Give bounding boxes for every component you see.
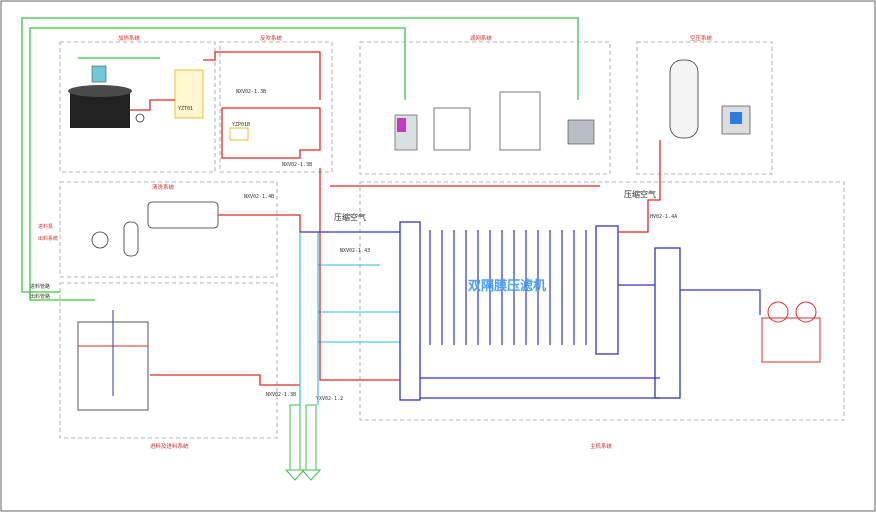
- filter-plates: [429, 230, 587, 345]
- nxv-14b-label: NXV02-1.4B: [244, 194, 274, 200]
- yzp01b-label: YZP01B: [232, 122, 250, 128]
- main-system-title: 主机系统: [590, 442, 613, 450]
- air-compressor-panel: [730, 112, 742, 124]
- feed-out-label: 出料管路: [30, 293, 50, 300]
- backflush-system-title: 反吹系统: [260, 34, 283, 42]
- heating-red-pipe: [130, 99, 175, 111]
- hydraulic-motor-2: [795, 301, 817, 323]
- yzt01-label: YZT01: [178, 106, 193, 112]
- hv-label: HV02-1.4A: [650, 214, 677, 220]
- outlet-pipe-left: [289, 404, 301, 471]
- heat-exchanger: [147, 201, 219, 229]
- side-feed-pump-label: 进料泵: [38, 223, 53, 230]
- backflush-tank: [229, 127, 249, 141]
- cooling-tower: [68, 65, 132, 128]
- tank-c: [499, 91, 541, 151]
- nxv-bot-label: NXV02-1.3B: [266, 392, 296, 398]
- backflush-red-loop: [221, 107, 321, 159]
- air-red-line: [618, 140, 661, 233]
- cooling-tower-fan: [91, 65, 107, 83]
- press-head-right: [595, 225, 619, 355]
- heating-system-title: 加热系统: [118, 34, 141, 42]
- zone-heating: [59, 41, 216, 173]
- filter-unit-1-pump: [397, 118, 406, 132]
- heat-tank-yzt01: [174, 69, 204, 119]
- hydraulic-station: [761, 317, 821, 363]
- zone-air: [636, 41, 773, 175]
- outlet-pipe-right: [305, 404, 317, 471]
- tank-b: [433, 107, 471, 151]
- comp-air-top-label: 压缩空气: [334, 212, 366, 222]
- air-system-title: 空压系统: [690, 34, 713, 42]
- wash-red-pipe: [218, 214, 301, 232]
- zone-filtration: [359, 41, 611, 175]
- green-line-inner-down: [29, 290, 95, 301]
- wash-vessel: [123, 221, 139, 257]
- green-line-outer-down: [21, 262, 60, 293]
- nxv-mid-label: NXV02-1.3B: [282, 162, 312, 168]
- hydraulic-motor-1: [767, 301, 789, 323]
- zone-wash: [59, 181, 278, 278]
- zone-backflush: [219, 41, 333, 173]
- nxv-43-label: NXV02-1.43: [340, 248, 370, 254]
- press-tail-head: [654, 247, 681, 399]
- filtration-system-title: 滤网系统: [470, 34, 493, 42]
- press-head-left: [399, 221, 421, 401]
- heating-pump-icon: [135, 113, 145, 123]
- red-feed-main: [319, 168, 400, 381]
- outlet-arrow-right: [300, 469, 322, 481]
- wash-system-title: 清洗系统: [152, 183, 175, 191]
- feed-red-pipe: [150, 374, 300, 386]
- zone-feed: [59, 282, 278, 439]
- pump-d: [567, 119, 595, 145]
- wash-pump-icon: [91, 231, 109, 249]
- feed-in-label: 进料管路: [30, 283, 50, 290]
- cooling-tower-top: [68, 85, 132, 97]
- comp-air-right-label: 压缩空气: [624, 189, 656, 199]
- green-line-inner: [29, 27, 406, 290]
- heating-top-red: [203, 51, 321, 100]
- filter-press-title: 双隔膜压滤机: [468, 278, 546, 294]
- side-discharge-label: 出料系统: [38, 235, 58, 242]
- green-line-outer: [21, 17, 579, 262]
- air-receiver-tank: [669, 59, 699, 139]
- yxv-label: YXV02-1.2: [316, 396, 343, 402]
- outlet-arrow-left: [284, 469, 306, 481]
- nxv-top-label: NXV02-1.3B: [236, 89, 266, 95]
- feed-system-title: 进料及进料系统: [150, 442, 189, 450]
- press-hydraulic-line: [680, 289, 761, 315]
- zone-main: [359, 181, 845, 421]
